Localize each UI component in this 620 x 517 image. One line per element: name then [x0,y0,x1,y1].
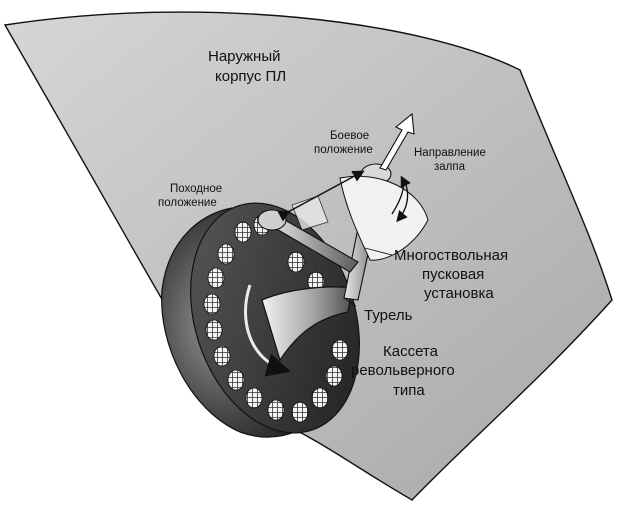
cassette-label-3: типа [393,382,425,399]
launcher-label-1: Многоствольная [394,247,508,264]
cassette-rotation-arrow [244,284,291,377]
march-label-2: положение [158,197,217,209]
turret-label: Турель [364,307,413,324]
combat-rotation-arrow-2 [396,177,409,223]
turret [261,286,353,362]
march-label-1: Походное [170,183,222,195]
launcher-head-stowed [257,209,287,231]
cassette-label-2: револьверного [351,362,455,379]
launcher-label-3: установка [424,285,494,302]
salvo-label-2: залпа [434,161,466,173]
hull-label-2: корпус ПЛ [215,68,286,85]
cassette-label-1: Кассета [383,343,439,360]
launcher-label-2: пусковая [422,266,484,283]
combat-label-1: Боевое [330,130,369,142]
launcher-leader [364,247,393,256]
combat-label-2: положение [314,144,373,156]
position-arrow [277,170,365,222]
salvo-label-1: Направление [414,147,486,159]
hull-label-1: Наружный [208,48,281,65]
salvo-arrow [379,112,415,171]
turret-leader [343,297,357,307]
